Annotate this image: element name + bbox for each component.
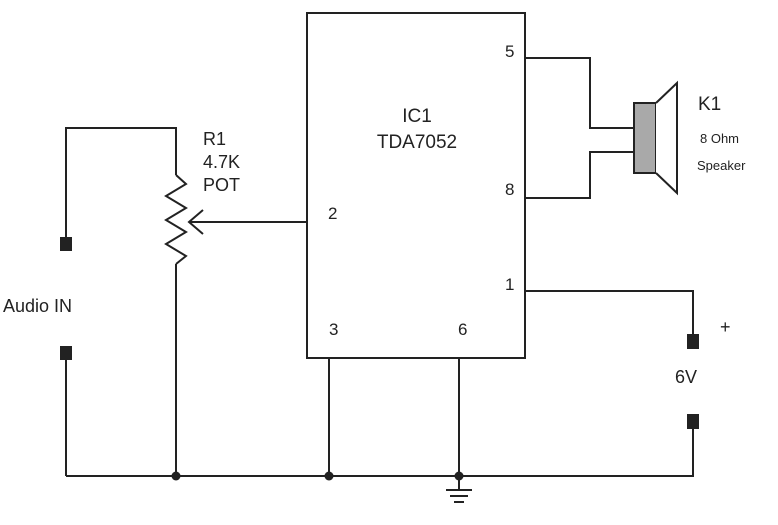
pot-resistor-zigzag [164,174,188,265]
pot-ref-label: R1 [203,129,226,149]
audio-in-label: Audio IN [3,296,72,316]
junction-dot [171,471,181,481]
supply-plus-label: + [720,317,731,337]
pin-8-label: 8 [505,180,514,199]
speaker-icon [633,80,678,196]
ic-body [306,12,526,359]
pot-top-wire [65,127,177,243]
pin-6-label: 6 [458,320,467,339]
audio-in-terminal-top [60,237,72,251]
pin-1-label: 1 [505,275,514,294]
supply-terminal-bottom [687,414,699,429]
pot-value-label: 4.7K [203,152,240,172]
ic-part-label: TDA7052 [377,132,457,153]
speaker-ref-label: K1 [698,94,721,115]
pin-1-wire [525,290,694,334]
pin-2-label: 2 [328,204,337,223]
ic-ref-label: IC1 [402,106,432,127]
supply-voltage-label: 6V [675,367,697,387]
wiper-arrow-icon [187,209,204,235]
pin-5-label: 5 [505,42,514,61]
pin-3-label: 3 [329,320,338,339]
supply-terminal-top [687,334,699,349]
pot-type-label: POT [203,175,240,195]
pin-8-wire [525,151,634,199]
ground-bus-wire [66,429,694,477]
junction-dot [324,471,334,481]
ground-icon [446,476,472,503]
pin-5-wire [525,57,634,129]
speaker-spec-label: 8 Ohm [700,131,739,146]
speaker-type-label: Speaker [697,158,746,173]
